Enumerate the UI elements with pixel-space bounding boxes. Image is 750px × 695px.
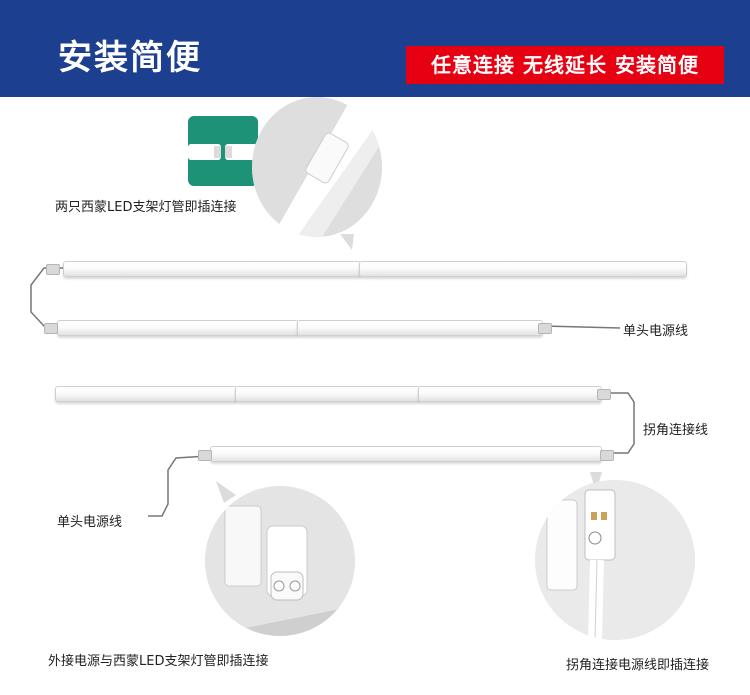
tube-end-cap	[538, 323, 552, 334]
label-external-power: 外接电源与西蒙LED支架灯管即插连接	[48, 654, 269, 669]
led-tube-4	[210, 446, 602, 462]
corner-cable-icon	[535, 480, 695, 640]
callout-pointer-top	[340, 234, 354, 250]
corner-cable-magnifier	[535, 480, 695, 640]
label-single-power-cord-right: 单头电源线	[623, 324, 689, 339]
callout-pointer-left	[216, 481, 236, 503]
power-plug-magnifier	[205, 486, 355, 636]
led-tube-1a	[63, 261, 361, 277]
header-banner: 安装简便 任意连接 无线延长 安装简便	[0, 0, 750, 97]
tube-joint-icon	[252, 97, 382, 237]
label-corner-power-plug: 拐角连接电源线即插连接	[566, 658, 710, 673]
power-plug-icon	[205, 486, 355, 636]
tube-end-cap	[44, 323, 58, 334]
led-tube-3c	[418, 386, 602, 402]
tube-joint-magnifier	[252, 97, 382, 237]
tube-end-cap	[597, 389, 611, 400]
label-two-fixtures: 两只西蒙LED支架灯管即插连接	[55, 200, 237, 215]
led-tube-2a	[57, 320, 299, 336]
label-single-power-cord-left: 单头电源线	[57, 515, 123, 530]
led-tube-3a	[55, 386, 237, 402]
banner-tagline: 任意连接 无线延长 安装简便	[406, 46, 724, 84]
tube-end-cap	[600, 450, 614, 461]
led-tube-2b	[297, 320, 543, 336]
label-corner-connector: 拐角连接线	[643, 423, 709, 438]
connector-closeup-tile	[188, 116, 258, 186]
tube-end-cap	[198, 450, 212, 461]
connector-icon	[188, 144, 258, 160]
tube-end-cap	[46, 264, 60, 275]
led-tube-3b	[235, 386, 420, 402]
led-tube-1b	[359, 261, 687, 277]
banner-title: 安装简便	[58, 38, 202, 78]
